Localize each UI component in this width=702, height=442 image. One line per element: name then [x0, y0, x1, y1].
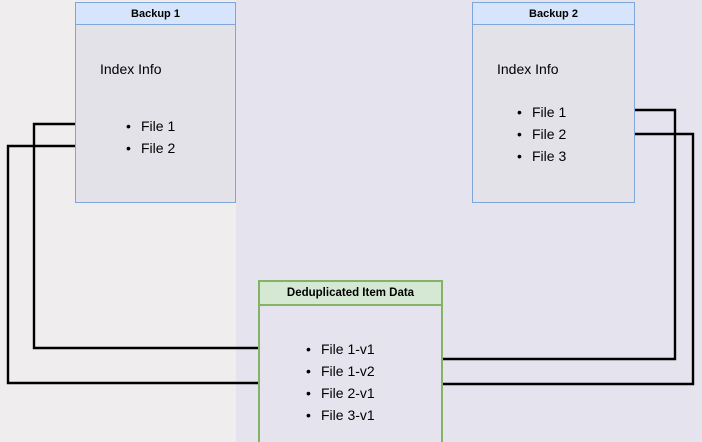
backup-1-file-item[interactable]: File 2 — [126, 137, 175, 159]
deduplicated-item-list: File 1-v1 File 1-v2 File 2-v1 File 3-v1 — [306, 338, 375, 426]
backup-2-box[interactable]: Backup 2 Index Info File 1 File 2 File 3 — [472, 2, 635, 203]
backup-1-file-item[interactable]: File 1 — [126, 115, 175, 137]
backup-2-title: Backup 2 — [473, 3, 634, 25]
deduplicated-item[interactable]: File 1-v1 — [306, 338, 375, 360]
backup-2-file-item[interactable]: File 1 — [517, 101, 566, 123]
connector-backup1-file2-to-file2v1 — [6, 144, 301, 387]
backup-1-file-list: File 1 File 2 — [126, 115, 175, 159]
backup-2-file-item[interactable]: File 2 — [517, 123, 566, 145]
deduplicated-item[interactable]: File 3-v1 — [306, 404, 375, 426]
deduplicated-item-data-title: Deduplicated Item Data — [260, 282, 441, 306]
deduplicated-item[interactable]: File 2-v1 — [306, 382, 375, 404]
deduplicated-item-data-box[interactable]: Deduplicated Item Data File 1-v1 File 1-… — [258, 280, 443, 442]
backup-1-title: Backup 1 — [76, 3, 235, 25]
deduplicated-item[interactable]: File 1-v2 — [306, 360, 375, 382]
connector-backup2-file2-to-file2v1 — [395, 132, 695, 388]
backup-2-file-list: File 1 File 2 File 3 — [517, 101, 566, 167]
backup-1-box[interactable]: Backup 1 Index Info File 1 File 2 — [75, 2, 236, 203]
backup-2-index-info-label: Index Info — [497, 61, 559, 77]
backup-2-file-item[interactable]: File 3 — [517, 145, 566, 167]
connector-backup2-file1-to-file1v2 — [395, 108, 677, 363]
backup-1-index-info-label: Index Info — [100, 61, 162, 77]
